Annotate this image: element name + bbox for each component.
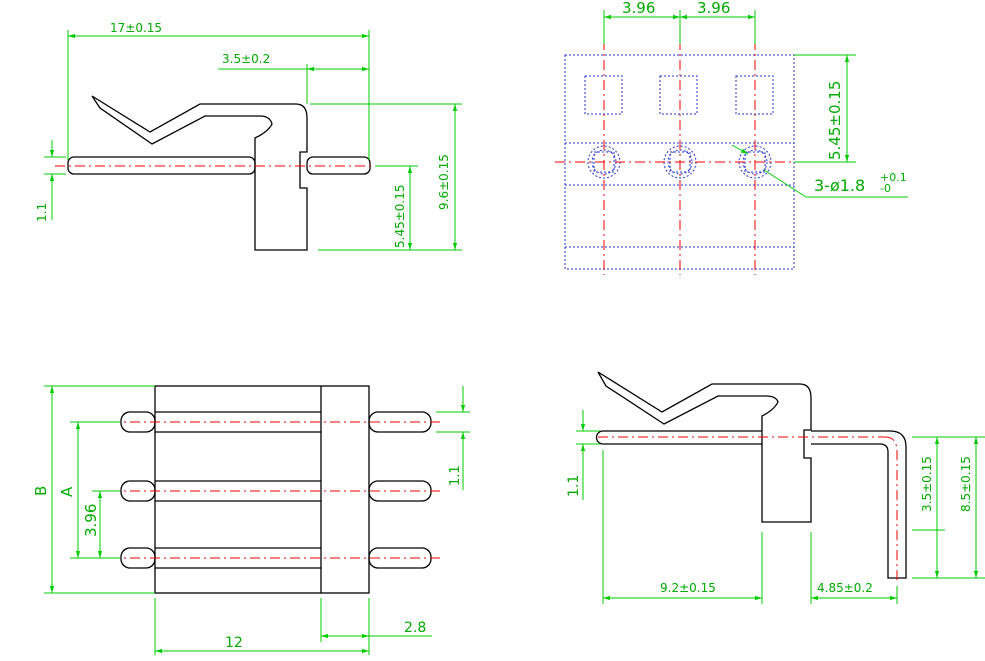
dim-hole-tol-lower: -0 — [880, 182, 891, 195]
dim-front-pitch-1: 3.96 — [622, 0, 655, 17]
front-centerlines — [555, 40, 800, 275]
side-right-part — [595, 371, 907, 579]
dim-a: A — [58, 486, 76, 497]
side-left-part — [67, 95, 371, 251]
top-view-centerlines — [110, 421, 442, 559]
dim-top-pitch: 3.96 — [82, 504, 100, 537]
top-view-part — [120, 385, 432, 594]
dim-right-pin-height: 3.5±0.15 — [920, 456, 934, 512]
top-view-dimensions: B A 3.96 1.1 12 2.8 — [32, 385, 470, 655]
dim-right-pin-dia: 1.1 — [566, 475, 582, 497]
view-side-right: 1.1 9.2±0.15 4.85±0.2 3.5±0.15 8.5±0.15 — [566, 371, 985, 604]
side-right-centerlines — [598, 436, 898, 582]
dim-front-height: 5.45±0.15 — [826, 81, 844, 160]
dim-b: B — [32, 486, 50, 496]
dim-total-height: 9.6±0.15 — [437, 154, 451, 210]
dim-hole-tol-upper: +0.1 — [880, 171, 907, 184]
dim-front-pitch-2: 3.96 — [697, 0, 730, 17]
dim-hole-prefix: 3-ø1.8 — [814, 176, 865, 195]
dim-top-pin-dia: 1.1 — [448, 465, 463, 486]
dim-pin-height: 5.45±0.15 — [393, 185, 407, 249]
dim-total-length: 17±0.15 — [110, 21, 162, 35]
dim-pin-dia: 1.1 — [35, 203, 49, 222]
dim-right-length: 9.2±0.15 — [660, 581, 716, 595]
dim-top-width: 12 — [225, 635, 243, 651]
dim-top-body: 2.8 — [404, 620, 426, 636]
front-dimensions: 3.96 3.96 5.45±0.15 3-ø1.8 +0.1 -0 — [603, 0, 908, 198]
dim-right-offset: 4.85±0.2 — [817, 581, 873, 595]
dim-right-total-height: 8.5±0.15 — [959, 456, 973, 512]
view-top: B A 3.96 1.1 12 2.8 — [32, 385, 470, 655]
side-left-dimensions: 17±0.15 3.5±0.2 1.1 5.45±0.15 9.6±0.15 — [35, 21, 462, 251]
view-side-left: 17±0.15 3.5±0.2 1.1 5.45±0.15 9.6±0.15 — [35, 21, 462, 251]
view-front: 3.96 3.96 5.45±0.15 3-ø1.8 +0.1 -0 — [555, 0, 908, 275]
dim-offset: 3.5±0.2 — [222, 52, 270, 66]
side-right-dimensions: 1.1 9.2±0.15 4.85±0.2 3.5±0.15 8.5±0.15 — [566, 410, 985, 604]
